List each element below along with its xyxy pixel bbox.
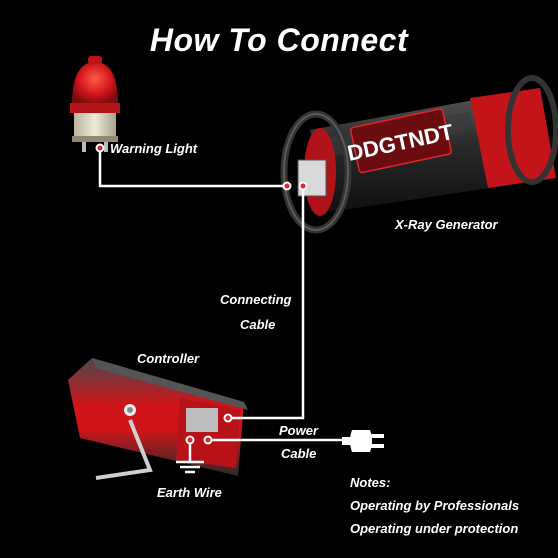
label-xray-generator: X-Ray Generator bbox=[395, 217, 498, 232]
notes-line-1: Operating by Professionals bbox=[350, 498, 520, 513]
notes-heading: Notes: bbox=[350, 475, 391, 490]
label-controller: Controller bbox=[137, 351, 200, 366]
warning-light-icon bbox=[70, 56, 120, 152]
connecting-cable bbox=[228, 186, 305, 420]
label-power-cable-2: Cable bbox=[281, 446, 317, 461]
label-warning-light: Warning Light bbox=[110, 141, 198, 156]
label-connecting-cable-2: Cable bbox=[240, 317, 276, 332]
xray-generator-icon: DDGTNDT bbox=[280, 75, 558, 234]
power-plug-icon bbox=[342, 430, 384, 452]
label-earth-wire: Earth Wire bbox=[157, 485, 222, 500]
label-connecting-cable-1: Connecting bbox=[220, 292, 292, 307]
label-power-cable-1: Power bbox=[279, 423, 319, 438]
notes-line-2: Operating under protection bbox=[350, 521, 519, 536]
controller-icon bbox=[68, 358, 248, 480]
connector-dots bbox=[95, 143, 308, 445]
warning-light-cable bbox=[98, 148, 287, 188]
page-title: How To Connect bbox=[149, 22, 409, 58]
cables bbox=[98, 148, 342, 474]
